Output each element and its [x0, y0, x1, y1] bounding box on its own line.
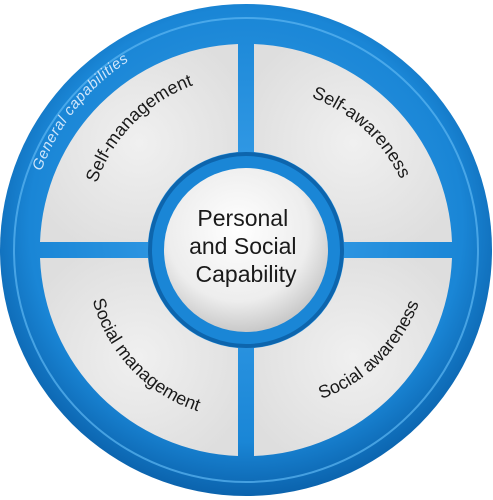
quadrant-top-right [254, 44, 452, 242]
center-disk [164, 168, 328, 332]
center-title: Personal and Social Capability [189, 205, 303, 287]
center-line-2: and Social [189, 233, 296, 259]
outer-ring-edge [13, 17, 479, 483]
center-line-3: Capability [196, 261, 297, 287]
quadrants [40, 44, 452, 456]
center-line-1: Personal [197, 205, 288, 231]
quadrant-bottom-right [254, 258, 452, 456]
quadrant-bottom-left [40, 258, 238, 456]
quadrant-top-left [40, 44, 238, 242]
inner-ring-shadow [148, 152, 344, 348]
